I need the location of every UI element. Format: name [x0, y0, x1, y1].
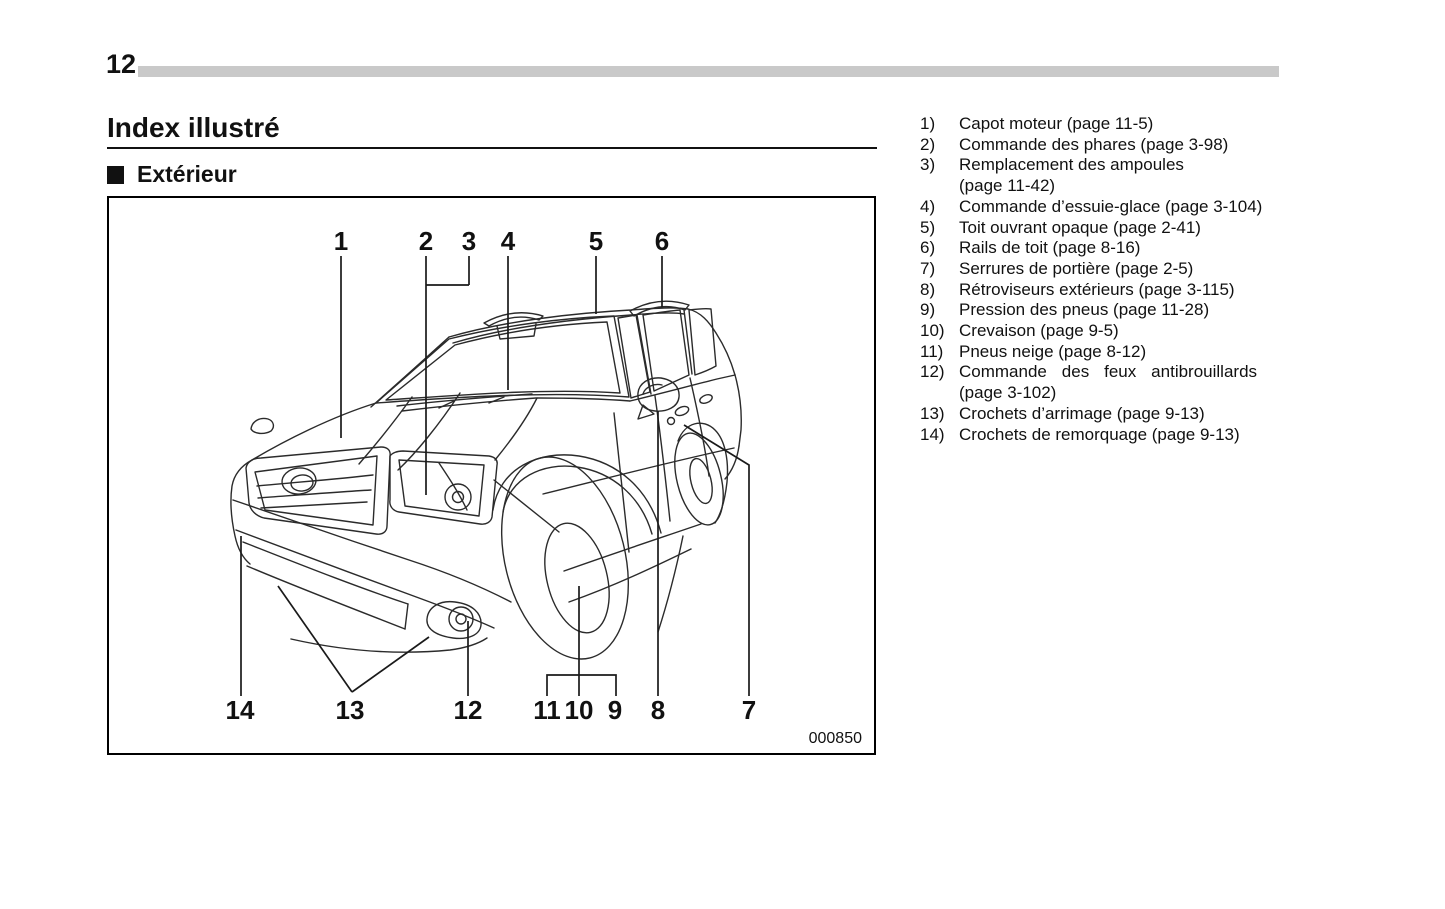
- index-item-text: Rails de toit (page 8-16): [959, 238, 1282, 259]
- index-item: 8) Rétroviseurs extérieurs (page 3-115): [920, 280, 1282, 301]
- header-rule-bar: [138, 66, 1279, 77]
- callout-label-10: 10: [565, 695, 594, 725]
- callout-label-6: 6: [655, 226, 669, 256]
- index-item: 5) Toit ouvrant opaque (page 2-41): [920, 218, 1282, 239]
- index-item-line: Pression des pneus (page 11-28): [959, 300, 1210, 320]
- index-item-line: (page 3-102): [959, 383, 1057, 403]
- index-item-text: Crochets d’arrimage (page 9-13): [959, 404, 1282, 425]
- index-item-line: Crochets d’arrimage (page 9-13): [959, 403, 1205, 423]
- index-item-number: 10): [920, 321, 945, 341]
- index-item-line: Rails de toit (page 8-16): [959, 238, 1141, 258]
- callout-label-4: 4: [501, 226, 516, 256]
- index-item: 11) Pneus neige (page 8-12): [920, 342, 1282, 363]
- callout-label-13: 13: [336, 695, 365, 725]
- callout-label-5: 5: [589, 226, 603, 256]
- index-item-number: 14): [920, 424, 945, 444]
- callout-label-3: 3: [462, 226, 476, 256]
- section-square-icon: [107, 165, 124, 184]
- callout-leader-lines: [240, 256, 750, 696]
- callout-label-12: 12: [454, 695, 483, 725]
- index-item-text: Pneus neige (page 8-12): [959, 342, 1282, 363]
- index-item-line: (page 11-42): [959, 176, 1056, 196]
- section-label: Extérieur: [137, 161, 237, 187]
- index-item-number: 6): [920, 238, 936, 258]
- index-item-number: 2): [920, 134, 936, 154]
- callout-label-11: 11: [533, 695, 561, 725]
- index-item-number: 4): [920, 196, 936, 216]
- index-item-number: 5): [920, 217, 936, 237]
- index-item-number: 1): [920, 114, 936, 133]
- index-item-text: Commande des phares (page 3-98): [959, 135, 1282, 156]
- index-item: 12) Commande des feux antibrouillards(pag…: [920, 362, 1282, 403]
- index-item-number: 9): [920, 300, 936, 320]
- index-item-text: Commande des feux antibrouillards(page 3…: [959, 362, 1282, 403]
- callout-label-9: 9: [608, 695, 622, 725]
- index-list: 1) Capot moteur (page 11-5) 2) Commande des…: [920, 114, 1282, 445]
- index-item-number: 12): [920, 362, 945, 382]
- car-line-drawing: [230, 300, 742, 660]
- index-item-line: Remplacement des ampoules: [959, 155, 1184, 175]
- index-item-line: Capot moteur (page 11-5): [959, 114, 1154, 133]
- page-number: 12: [106, 49, 137, 79]
- index-item-line: Toit ouvrant opaque (page 2-41): [959, 217, 1201, 237]
- index-item-text: Crevaison (page 9-5): [959, 321, 1282, 342]
- index-item: 4) Commande d’essuie-glace (page 3-104): [920, 197, 1282, 218]
- index-item-text: Serrures de portière (page 2-5): [959, 259, 1282, 280]
- index-item-text: Rétroviseurs extérieurs (page 3-115): [959, 280, 1282, 301]
- index-item-line: Crevaison (page 9-5): [959, 321, 1119, 341]
- index-item-line: Rétroviseurs extérieurs (page 3-115): [959, 279, 1235, 299]
- index-item: 6) Rails de toit (page 8-16): [920, 238, 1282, 259]
- index-item: 7) Serrures de portière (page 2-5): [920, 259, 1282, 280]
- index-item-text: Remplacement des ampoules(page 11-42): [959, 155, 1282, 196]
- index-item-line: Pneus neige (page 8-12): [959, 341, 1147, 361]
- section-heading: Extérieur: [107, 161, 237, 188]
- callout-label-7: 7: [742, 695, 756, 725]
- index-item-line: Commande des feux antibrouillards: [959, 362, 1258, 382]
- index-item-text: Commande d’essuie-glace (page 3-104): [959, 197, 1282, 218]
- index-item-number: 7): [920, 258, 936, 278]
- index-item: 10) Crevaison (page 9-5): [920, 321, 1282, 342]
- index-item-text: Crochets de remorquage (page 9-13): [959, 425, 1282, 446]
- index-item-number: 8): [920, 279, 936, 299]
- index-item-number: 11): [920, 341, 944, 361]
- index-item: 1) Capot moteur (page 11-5): [920, 114, 1282, 135]
- index-item: 13) Crochets d’arrimage (page 9-13): [920, 404, 1282, 425]
- index-item-number: 13): [920, 403, 945, 423]
- index-item-text: Capot moteur (page 11-5): [959, 114, 1282, 135]
- index-item-text: Toit ouvrant opaque (page 2-41): [959, 218, 1282, 239]
- index-item-line: Commande d’essuie-glace (page 3-104): [959, 196, 1263, 216]
- index-item-text: Pression des pneus (page 11-28): [959, 300, 1282, 321]
- callout-label-2: 2: [419, 226, 433, 256]
- figure-code: 000850: [809, 730, 862, 747]
- index-item-line: Commande des phares (page 3-98): [959, 134, 1229, 154]
- title-underline: [107, 147, 877, 149]
- callout-label-8: 8: [651, 695, 665, 725]
- index-item: 2) Commande des phares (page 3-98): [920, 135, 1282, 156]
- callout-label-14: 14: [226, 695, 255, 725]
- page-title: Index illustré: [107, 112, 280, 143]
- index-item: 9) Pression des pneus (page 11-28): [920, 300, 1282, 321]
- callout-label-1: 1: [334, 226, 348, 256]
- index-item-number: 3): [920, 155, 936, 175]
- index-item-line: Crochets de remorquage (page 9-13): [959, 424, 1240, 444]
- index-item: 14) Crochets de remorquage (page 9-13): [920, 425, 1282, 446]
- index-item-line: Serrures de portière (page 2-5): [959, 258, 1194, 278]
- index-item: 3) Remplacement des ampoules(page 11-42): [920, 155, 1282, 196]
